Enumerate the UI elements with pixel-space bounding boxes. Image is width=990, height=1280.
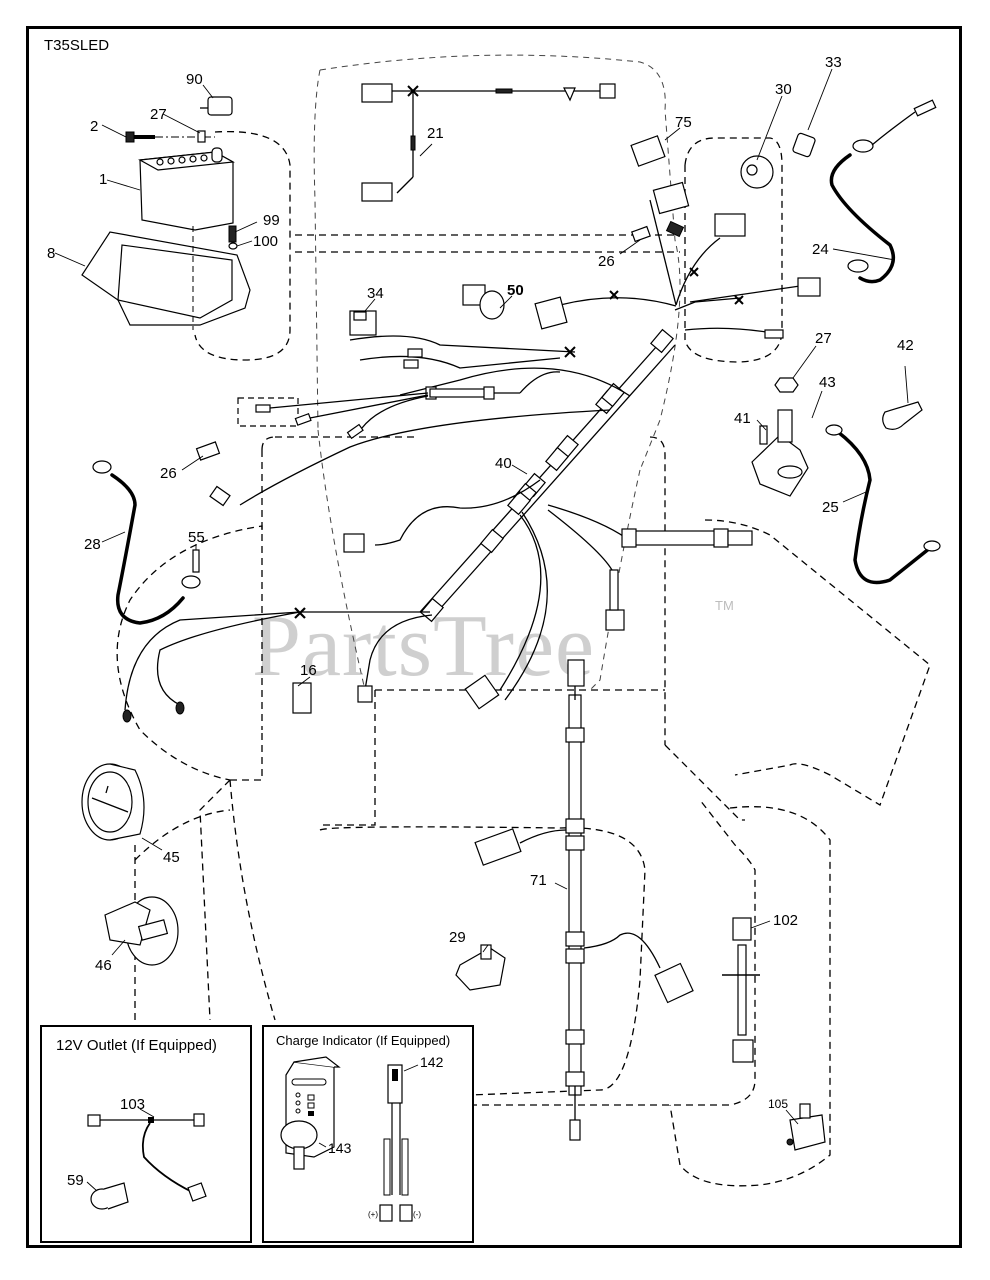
model-title: T35SLED — [44, 37, 110, 54]
inset-12v-outlet: 12V Outlet (If Equipped) 103 59 — [40, 1025, 252, 1243]
solenoid-105[interactable] — [789, 1114, 826, 1151]
label-1: 1 — [99, 171, 107, 188]
harness-142[interactable] — [387, 1064, 403, 1104]
cable-25[interactable] — [836, 430, 932, 585]
battery-assembly — [81, 96, 251, 330]
connector — [361, 83, 393, 103]
label-40: 40 — [495, 455, 512, 472]
watermark-trademark: TM — [715, 598, 734, 613]
connector-102[interactable] — [732, 917, 752, 941]
label-26-left: 26 — [160, 465, 177, 482]
label-71: 71 — [530, 872, 547, 889]
label-16: 16 — [300, 662, 317, 679]
part-labels: 90 27 2 1 99 100 8 21 75 30 33 24 26 34 … — [47, 54, 914, 1111]
label-41: 41 — [734, 410, 751, 427]
bolt-2[interactable] — [125, 131, 135, 143]
harness-21 — [361, 83, 616, 202]
label-33: 33 — [825, 54, 842, 71]
label-27-solenoid: 27 — [815, 330, 832, 347]
battery-boot-90[interactable] — [207, 96, 233, 116]
label-29: 29 — [449, 929, 466, 946]
label-42: 42 — [897, 337, 914, 354]
cable-24[interactable] — [829, 153, 896, 284]
label-142: 142 — [420, 1054, 444, 1070]
label-103: 103 — [120, 1096, 145, 1113]
label-25: 25 — [822, 499, 839, 516]
label-143: 143 — [328, 1140, 352, 1156]
label-105: 105 — [768, 1097, 788, 1111]
fuse-26-left[interactable] — [195, 441, 221, 461]
screw-55[interactable] — [192, 549, 200, 573]
relay-16[interactable] — [292, 682, 312, 714]
label-50: 50 — [507, 282, 524, 299]
outlet-parts: 103 59 — [67, 1096, 207, 1210]
screw-99[interactable] — [228, 225, 237, 243]
label-99: 99 — [263, 212, 280, 229]
label-2: 2 — [90, 118, 98, 135]
label-27-battery: 27 — [150, 106, 167, 123]
label-102: 102 — [773, 912, 798, 929]
nut-27-solenoid[interactable] — [774, 377, 799, 393]
region-outlines — [116, 54, 931, 1187]
label-24: 24 — [812, 241, 829, 258]
label-45: 45 — [163, 849, 180, 866]
label-21: 21 — [427, 125, 444, 142]
label-43: 43 — [819, 374, 836, 391]
label-30: 30 — [775, 81, 792, 98]
charge-indicator-parts: 142 143 (+) (-) — [280, 1054, 444, 1222]
inset-charge-indicator-title: Charge Indicator (If Equipped) — [276, 1033, 451, 1048]
diagram-frame — [26, 26, 962, 1248]
label-90: 90 — [186, 71, 203, 88]
label-8: 8 — [47, 245, 55, 262]
nut-27[interactable] — [197, 130, 206, 143]
leader-lines — [54, 68, 909, 1125]
label-minus: (-) — [413, 1210, 421, 1219]
label-59: 59 — [67, 1172, 84, 1189]
bolt-41[interactable] — [759, 425, 768, 445]
component-parts — [81, 99, 941, 1151]
label-28: 28 — [84, 536, 101, 553]
label-34: 34 — [367, 285, 384, 302]
outlet-connector-left — [87, 1114, 101, 1127]
key-33[interactable] — [792, 132, 816, 158]
label-46: 46 — [95, 957, 112, 974]
label-100: 100 — [253, 233, 278, 250]
label-plus: (+) — [368, 1210, 378, 1219]
harness-40 — [124, 181, 821, 711]
switch-75[interactable] — [630, 135, 666, 167]
connector — [361, 182, 393, 202]
inset-12v-outlet-title: 12V Outlet (If Equipped) — [56, 1037, 217, 1054]
fuse-26-upper[interactable] — [631, 225, 651, 243]
cable-28[interactable] — [110, 473, 185, 625]
label-55: 55 — [188, 529, 205, 546]
label-26-upper: 26 — [598, 253, 615, 270]
washer-100[interactable] — [228, 242, 238, 250]
terminal-boot-42[interactable] — [882, 401, 923, 430]
inset-charge-indicator: Charge Indicator (If Equipped) 142 143 (… — [262, 1025, 474, 1243]
label-75: 75 — [675, 114, 692, 131]
